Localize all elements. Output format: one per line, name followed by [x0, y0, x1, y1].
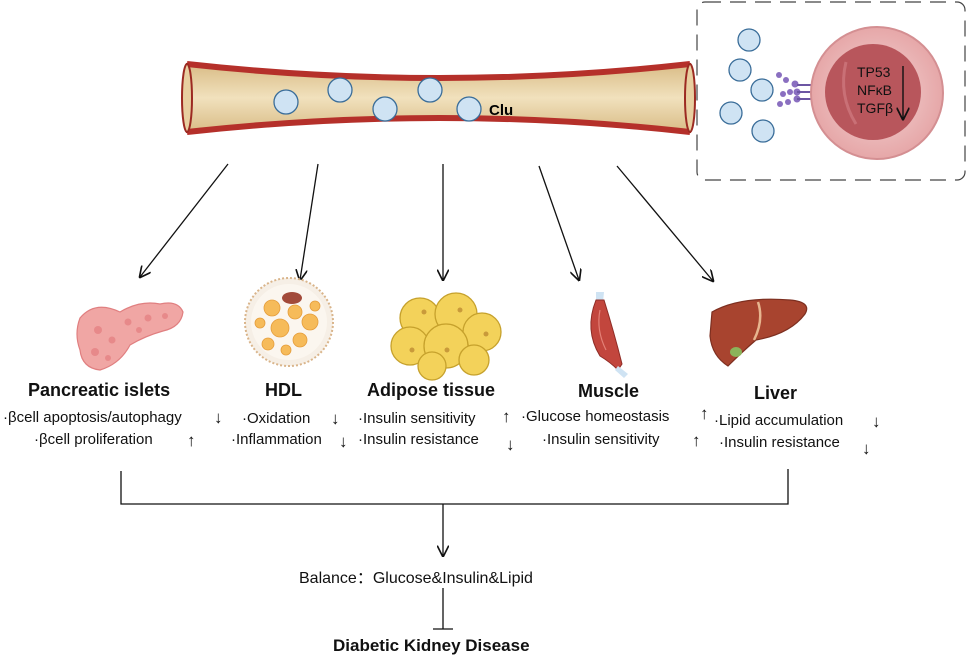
effect-text: ·Lipid accumulation — [714, 412, 844, 429]
down-arrow-icon: ↓ — [872, 412, 881, 431]
effect-text: ·βcell apoptosis/autophagy — [3, 409, 182, 426]
organ-title-liver: Liver — [754, 383, 798, 403]
effect-text: ·Inflammation — [231, 431, 322, 448]
organ-title-pancreatic-islets: Pancreatic islets — [28, 380, 171, 400]
clu-molecule — [750, 78, 774, 102]
clu-molecule — [327, 77, 353, 103]
down-arrow-icon: ↓ — [862, 439, 871, 458]
clu-molecule — [273, 89, 299, 115]
down-arrow-icon: ↓ — [506, 435, 515, 454]
up-arrow-icon: ↑ — [502, 407, 511, 426]
down-arrow-icon: ↓ — [331, 409, 340, 428]
effect-text: ·Insulin sensitivity — [542, 431, 660, 448]
liver-icon — [709, 298, 808, 367]
clu-label: Clu — [489, 102, 513, 119]
clu-molecule — [719, 101, 743, 125]
pancreas-icon — [76, 302, 184, 371]
balance-label: Balance：Glucose&Insulin&Lipid — [299, 570, 533, 587]
up-arrow-icon: ↑ — [187, 431, 196, 450]
gene-label-tp53: TP53 — [857, 64, 891, 80]
organ-title-adipose-tissue: Adipose tissue — [367, 380, 496, 400]
outcome-label: Diabetic Kidney Disease — [333, 636, 530, 655]
effect-text: ·Insulin resistance — [358, 431, 479, 448]
organ-title-hdl: HDL — [265, 380, 302, 400]
effect-text: ·Glucose homeostasis — [521, 408, 670, 425]
muscle-icon — [590, 292, 628, 378]
clu-molecule — [417, 77, 443, 103]
gene-label-tgfb: TGFβ — [857, 100, 894, 116]
clu-molecule — [372, 96, 398, 122]
clu-molecule — [751, 119, 775, 143]
up-arrow-icon: ↑ — [692, 431, 701, 450]
clu-molecule — [728, 58, 752, 82]
clusterin-molecules — [273, 77, 482, 122]
inset-panel — [696, 1, 966, 181]
effect-text: ·Oxidation — [242, 410, 311, 427]
clu-molecule — [737, 28, 761, 52]
effect-text: ·βcell proliferation — [34, 431, 153, 448]
adipose-icon — [390, 292, 502, 381]
receptor — [776, 72, 821, 107]
clu-molecule — [456, 96, 482, 122]
up-arrow-icon: ↑ — [700, 404, 709, 423]
hdl-icon — [244, 277, 334, 367]
vessel-to-organ-arrows — [140, 163, 713, 281]
gene-label-nfkb: NFκB — [857, 82, 892, 98]
effect-text: ·Insulin sensitivity — [358, 410, 476, 427]
down-arrow-icon: ↓ — [214, 408, 223, 427]
organ-title-muscle: Muscle — [578, 381, 640, 401]
convergence-bracket — [120, 469, 789, 630]
effect-text: ·Insulin resistance — [719, 434, 840, 451]
down-arrow-icon: ↓ — [339, 432, 348, 451]
